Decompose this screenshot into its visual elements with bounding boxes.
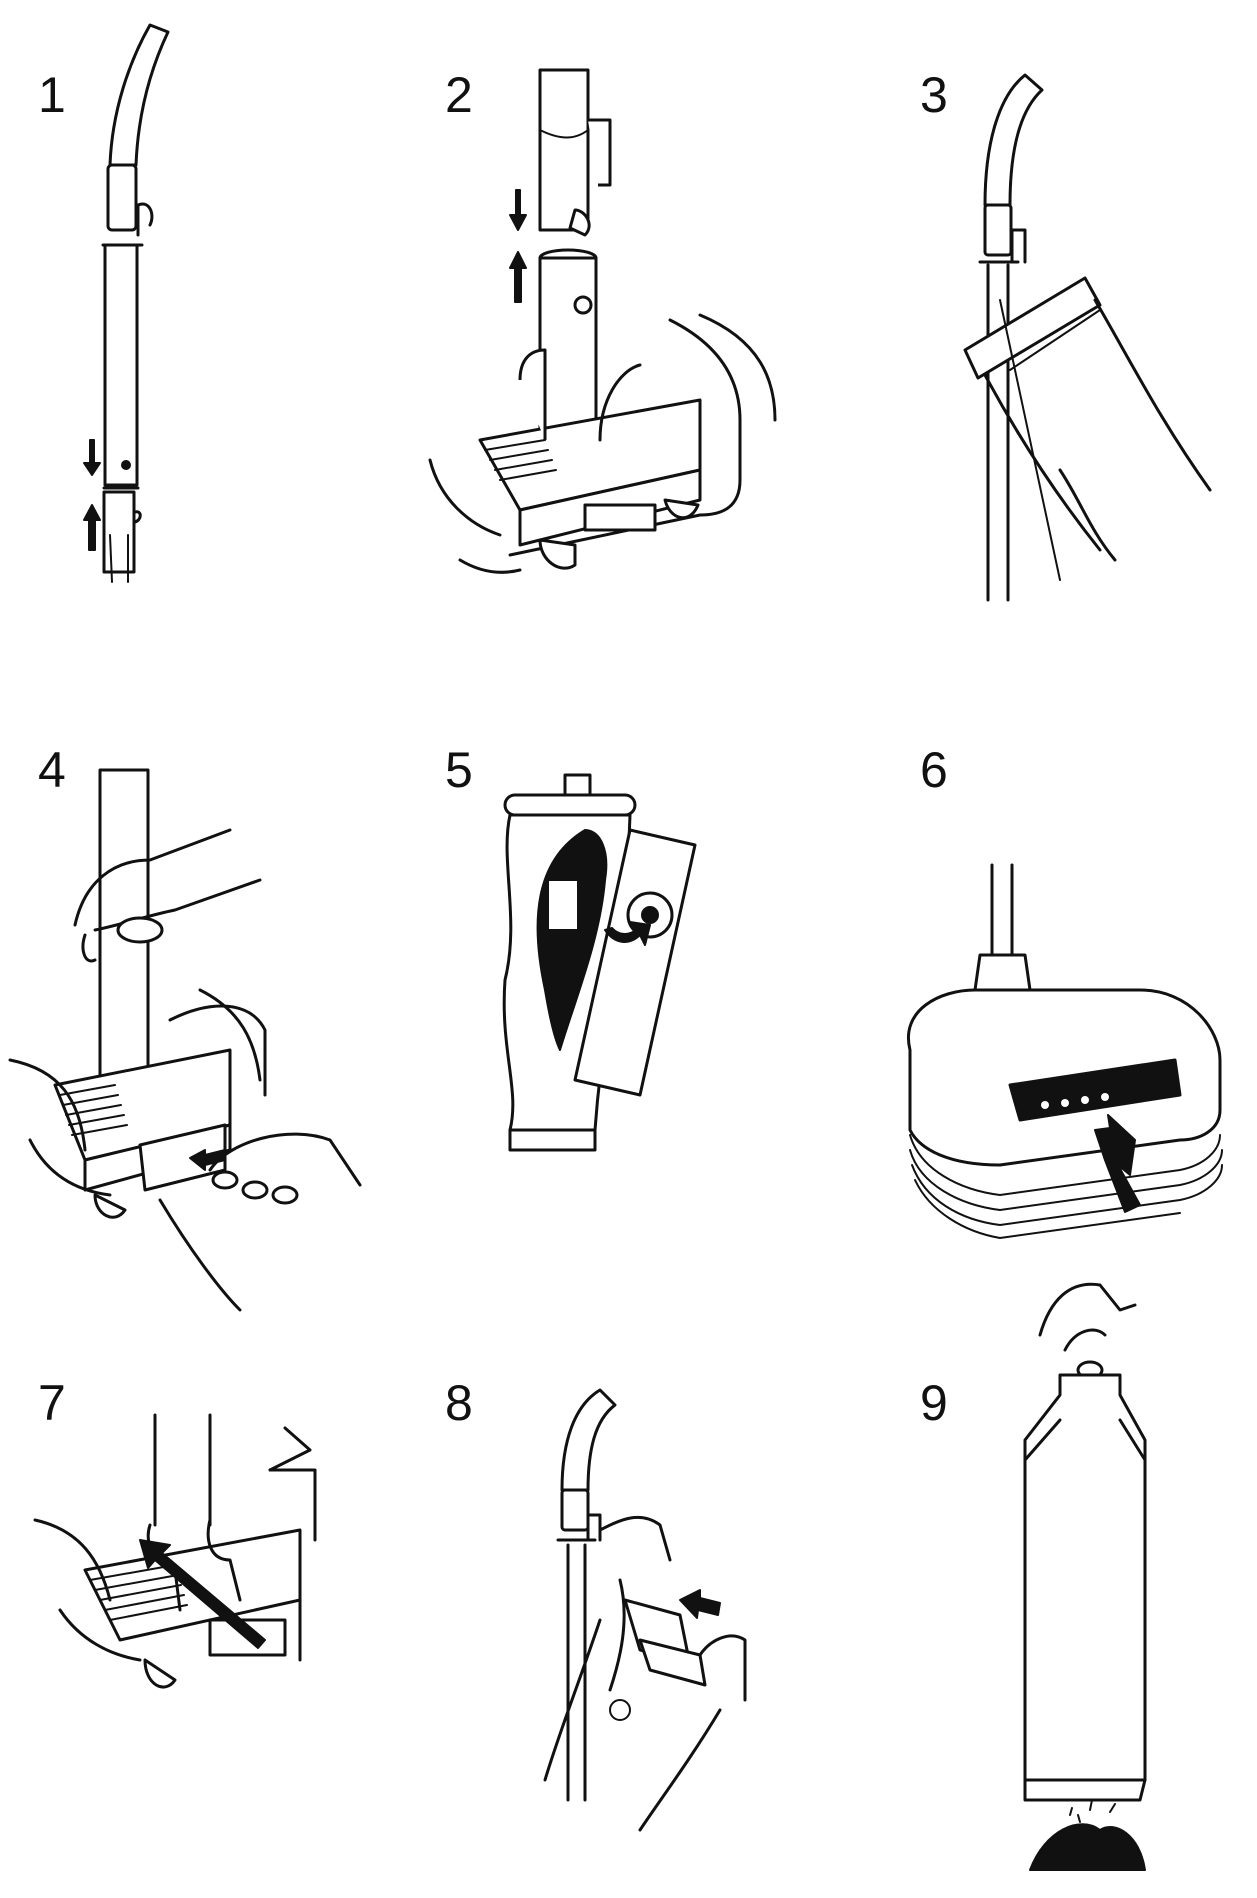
arrow-up-icon <box>83 504 101 551</box>
curved-arrow-icon <box>604 921 651 946</box>
step-9-illustration <box>1023 1282 1147 1871</box>
dirt-pile <box>1029 1823 1146 1871</box>
arrow-down-icon <box>83 439 101 476</box>
step-4-illustration <box>8 768 362 1312</box>
step-1-illustration <box>83 23 170 583</box>
step-number-5: 5 <box>445 742 473 798</box>
arrow-down-icon <box>509 189 527 231</box>
step-number-4: 4 <box>38 742 66 798</box>
step-6-illustration <box>906 863 1223 1239</box>
step-number-9: 9 <box>920 1375 948 1431</box>
step-number-7: 7 <box>38 1375 66 1431</box>
step-5-illustration <box>502 773 697 1152</box>
arrow-diagonal-icon <box>139 1539 266 1649</box>
step-number-3: 3 <box>920 67 948 123</box>
step-2-illustration <box>428 68 777 574</box>
step-number-2: 2 <box>445 67 473 123</box>
arrow-pointer-icon <box>1094 1114 1141 1213</box>
step-8-illustration <box>543 1388 747 1832</box>
arrow-up-icon <box>509 251 527 303</box>
step-number-1: 1 <box>38 67 66 123</box>
step-3-illustration <box>963 73 1212 602</box>
step-number-6: 6 <box>920 742 948 798</box>
step-7-illustration <box>33 1413 317 1689</box>
arrow-right-icon <box>679 1589 721 1619</box>
step-number-8: 8 <box>445 1375 473 1431</box>
